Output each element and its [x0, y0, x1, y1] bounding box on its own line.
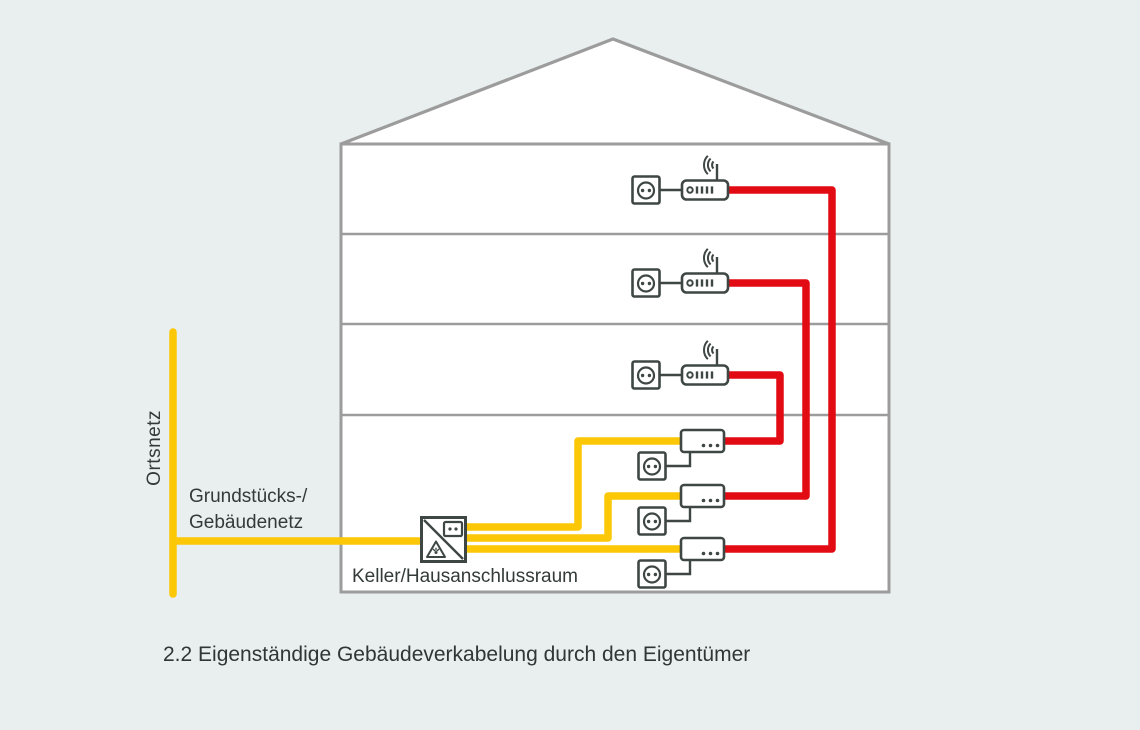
red-riser-floor-3	[722, 186, 836, 553]
yellow-cable-to-modem-1	[464, 437, 683, 531]
yellow-cable-to-modem-2	[464, 492, 683, 542]
yellow-cable-network	[169, 328, 683, 598]
red-cable-network	[722, 186, 836, 553]
roof-line	[340, 37, 890, 146]
ortsnetz-label: Ortsnetz	[144, 410, 165, 486]
red-riser-floor-1	[722, 371, 784, 445]
house-entry-box	[420, 516, 467, 563]
grundstuecksnetz-label: Grundstücks-/ Gebäudenetz	[189, 486, 308, 533]
house-outline	[339, 37, 891, 594]
figure-caption: 2.2 Eigenständige Gebäudeverkabelung dur…	[163, 643, 751, 666]
keller-label: Keller/Hausanschlussraum	[352, 566, 578, 587]
red-riser-floor-2	[722, 279, 810, 500]
